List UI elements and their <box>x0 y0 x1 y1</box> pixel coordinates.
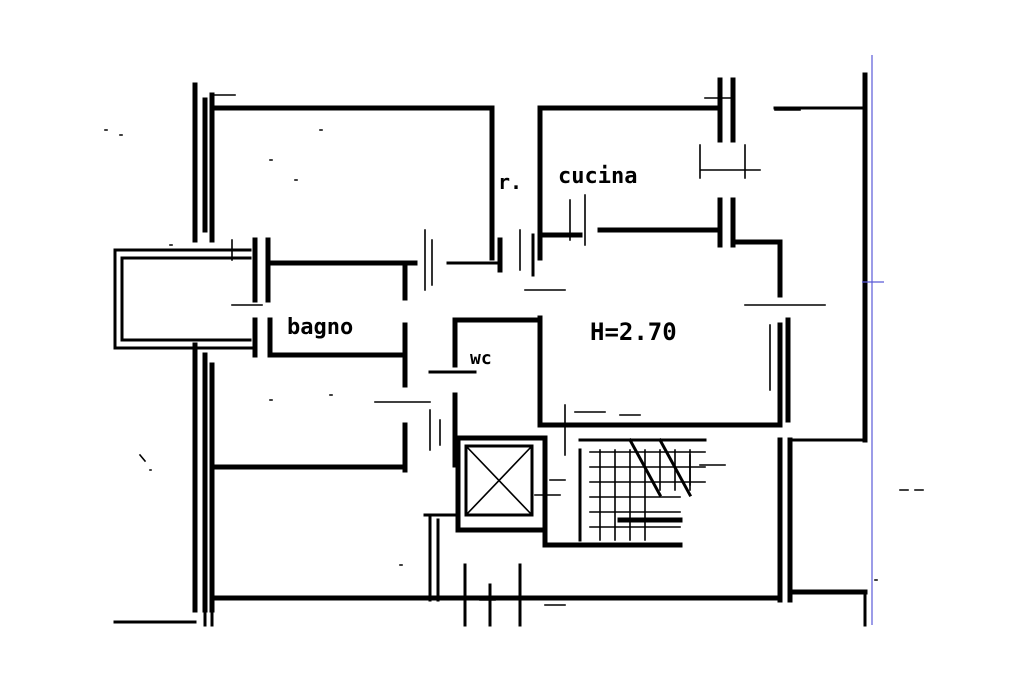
ceiling-height-label: H=2.70 <box>590 318 677 346</box>
room-label-ripostiglio: r. <box>498 170 523 194</box>
room-label-cucina: cucina <box>558 164 638 189</box>
room-label-wc: wc <box>470 348 492 369</box>
room-label-bagno: bagno <box>287 315 354 340</box>
walls <box>104 72 924 627</box>
